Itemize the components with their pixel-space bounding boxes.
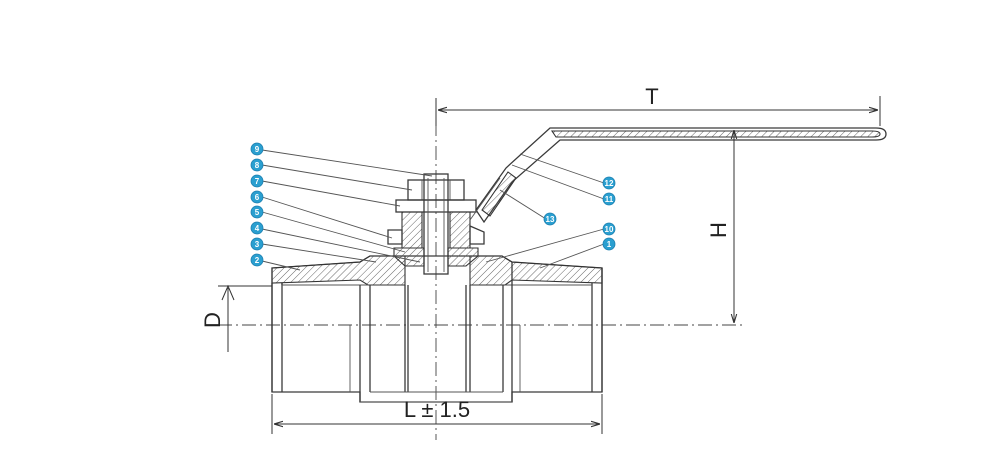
- svg-text:5: 5: [255, 208, 260, 217]
- callout-11: 11: [602, 192, 616, 206]
- dimension-d: D: [200, 284, 272, 352]
- svg-text:12: 12: [605, 179, 614, 188]
- svg-text:3: 3: [255, 240, 260, 249]
- callout-6: 6: [250, 190, 264, 204]
- dimension-t-label: T: [645, 84, 658, 109]
- dimension-h-label: H: [706, 222, 731, 238]
- dimension-h: H: [706, 130, 734, 323]
- callout-3: 3: [250, 237, 264, 251]
- dimension-l-label: L ± 1.5: [404, 397, 470, 422]
- svg-text:8: 8: [255, 161, 260, 170]
- lever-handle: [469, 127, 887, 224]
- svg-text:9: 9: [255, 145, 260, 154]
- svg-text:10: 10: [605, 225, 614, 234]
- callout-leaders: [261, 149, 605, 271]
- callout-4: 4: [250, 221, 264, 235]
- callout-13: 13: [543, 212, 557, 226]
- callout-2: 2: [250, 253, 264, 267]
- svg-text:13: 13: [546, 215, 555, 224]
- dimension-t: T: [435, 84, 881, 126]
- callout-7: 7: [250, 174, 264, 188]
- svg-text:11: 11: [605, 195, 614, 204]
- dimension-d-label: D: [200, 312, 225, 328]
- stem-assembly: [387, 173, 485, 275]
- callout-5: 5: [250, 205, 264, 219]
- callout-12: 12: [602, 176, 616, 190]
- svg-text:2: 2: [255, 256, 260, 265]
- dimension-l: L ± 1.5: [271, 394, 603, 434]
- svg-text:4: 4: [255, 224, 260, 233]
- callout-9: 9: [250, 142, 264, 156]
- callout-1: 1: [602, 237, 616, 251]
- callout-8: 8: [250, 158, 264, 172]
- callout-10: 10: [602, 222, 616, 236]
- svg-text:7: 7: [255, 177, 260, 186]
- svg-text:1: 1: [607, 240, 612, 249]
- valve-body: [271, 255, 603, 403]
- svg-text:6: 6: [255, 193, 260, 202]
